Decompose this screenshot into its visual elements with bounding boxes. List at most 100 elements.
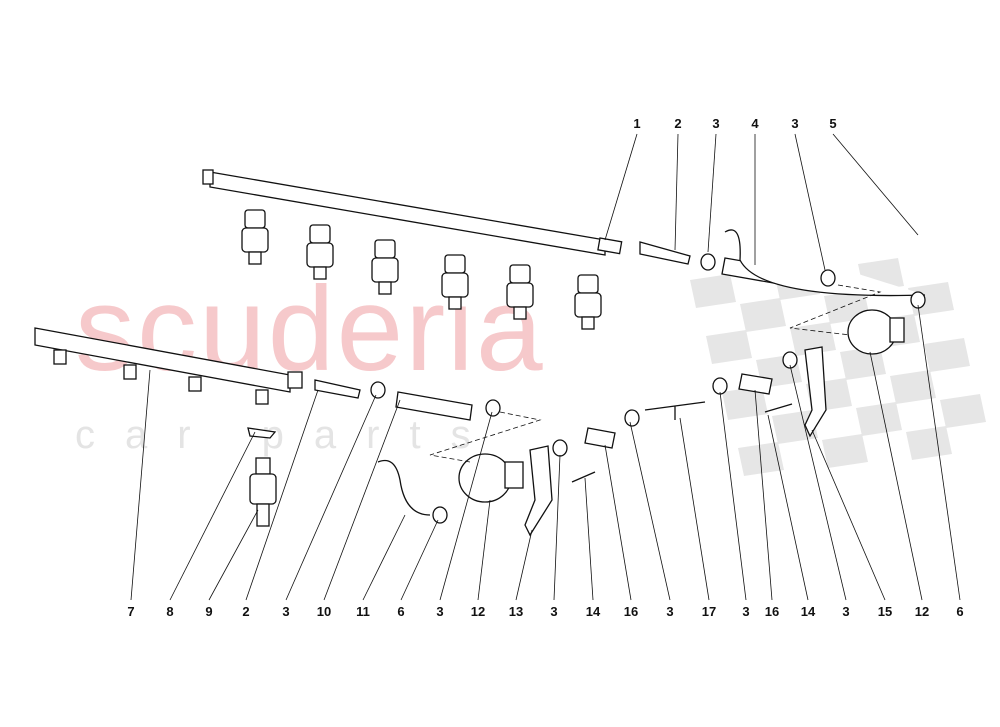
callout-label-1: 1 <box>633 116 640 131</box>
rail-outlet <box>123 364 137 380</box>
hose-fitting <box>639 241 691 265</box>
leader-line <box>917 304 961 601</box>
leader-line <box>584 477 594 601</box>
hose-clamp <box>552 439 568 457</box>
pressure-regulator <box>847 309 897 355</box>
leader-line <box>515 529 533 601</box>
clip <box>247 427 277 439</box>
callout-label-13: 13 <box>509 604 523 619</box>
callout-label-12: 12 <box>915 604 929 619</box>
bolt <box>571 471 596 483</box>
hose-clamp <box>624 409 640 427</box>
callout-label-2: 2 <box>674 116 681 131</box>
callout-label-3: 3 <box>666 604 673 619</box>
callout-label-16: 16 <box>765 604 779 619</box>
pressure-regulator-port <box>504 461 524 489</box>
callout-label-3: 3 <box>842 604 849 619</box>
callout-label-7: 7 <box>127 604 134 619</box>
flag-square <box>940 394 986 428</box>
leader-line <box>285 394 377 601</box>
callout-label-10: 10 <box>317 604 331 619</box>
upper-fuel-rail <box>209 171 606 256</box>
leader-line <box>707 133 717 253</box>
fuel-injector <box>509 264 531 284</box>
rail-inlet <box>202 169 214 185</box>
hose-fitting <box>314 379 361 399</box>
callout-label-14: 14 <box>801 604 816 619</box>
watermark-brand: scuderia <box>75 262 545 396</box>
hose-clamp <box>712 377 728 395</box>
bolt <box>764 403 793 413</box>
return-hose <box>377 459 431 516</box>
callout-label-3: 3 <box>550 604 557 619</box>
fuel-injector <box>444 254 466 274</box>
leader-line <box>794 133 826 271</box>
hose-clamp <box>782 351 798 369</box>
leader-lines <box>130 133 961 601</box>
leader-line <box>869 351 923 601</box>
fuel-injector-body <box>371 257 399 283</box>
callout-label-3: 3 <box>282 604 289 619</box>
leader-line <box>400 519 439 601</box>
leader-line <box>604 444 632 601</box>
fuel-injector-nozzle <box>513 306 527 320</box>
callout-label-6: 6 <box>956 604 963 619</box>
fuel-injector-nozzle <box>313 266 327 280</box>
fuel-injector <box>255 457 271 475</box>
fuel-injector <box>244 209 266 229</box>
leader-line <box>629 421 671 601</box>
callout-label-5: 5 <box>829 116 836 131</box>
leader-line <box>553 454 561 601</box>
rail-outlet <box>255 389 269 405</box>
fuel-hose <box>395 391 473 421</box>
fuel-injector <box>374 239 396 259</box>
callout-label-3: 3 <box>791 116 798 131</box>
leader-line <box>719 391 747 601</box>
fuel-injector-body <box>574 292 602 318</box>
rail-outlet <box>188 376 202 392</box>
fuel-injector <box>577 274 599 294</box>
leader-line <box>832 133 919 236</box>
leader-line <box>754 389 773 601</box>
hose-clamp <box>700 253 716 271</box>
callout-label-9: 9 <box>205 604 212 619</box>
callout-label-4: 4 <box>751 116 759 131</box>
callout-label-3: 3 <box>712 116 719 131</box>
leader-line <box>208 509 259 601</box>
parts-drawing <box>34 169 926 537</box>
fuel-injector-body <box>506 282 534 308</box>
fuel-injector <box>309 224 331 244</box>
rail-outlet <box>53 349 67 365</box>
callout-label-15: 15 <box>878 604 892 619</box>
lower-fuel-rail <box>34 327 291 393</box>
hose-clamp <box>910 291 926 309</box>
callout-label-2: 2 <box>242 604 249 619</box>
flag-square <box>924 338 970 372</box>
callout-label-3: 3 <box>742 604 749 619</box>
hose-clamp <box>370 381 386 399</box>
fuel-hose <box>738 373 773 395</box>
alignment-line <box>789 284 882 336</box>
fuel-hose <box>584 427 616 449</box>
fuel-injector-nozzle <box>256 503 270 527</box>
fuel-injector-nozzle <box>448 296 462 310</box>
callout-label-3: 3 <box>436 604 443 619</box>
leader-line <box>767 414 809 601</box>
fuel-injector-nozzle <box>581 316 595 330</box>
flag-square <box>906 426 952 460</box>
leader-line <box>604 133 638 241</box>
tee-fitting <box>644 401 706 420</box>
fuel-injector-body <box>241 227 269 253</box>
hose-clamp <box>432 506 448 524</box>
flag-square <box>690 274 736 308</box>
callout-label-14: 14 <box>586 604 601 619</box>
flag-square <box>890 370 936 404</box>
leader-line <box>439 411 493 601</box>
hose-clamp <box>485 399 501 417</box>
callout-label-12: 12 <box>471 604 485 619</box>
flag-square <box>822 434 868 468</box>
callout-label-11: 11 <box>356 604 370 619</box>
hose-clamp <box>820 269 836 287</box>
